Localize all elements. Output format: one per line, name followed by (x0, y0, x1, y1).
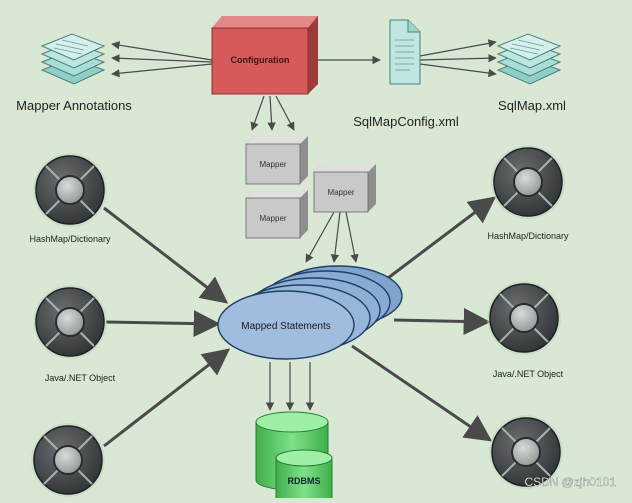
arrow-config-to-annotations-1 (111, 41, 213, 61)
arrow-config-to-annotations-2 (111, 54, 213, 63)
input-wheel-icon-2 (33, 285, 107, 359)
arrow-mapper-to-statements-2 (330, 211, 341, 263)
rdbms-label: RDBMS (288, 476, 321, 486)
sqlmapconfig-document-icon (389, 19, 421, 85)
right-output-label-1: HashMap/Dictionary (487, 231, 569, 241)
mapper-annotations-stack-icon (40, 33, 106, 85)
rdbms-database-icon: RDBMS (255, 411, 333, 503)
left-input-label-1: HashMap/Dictionary (29, 234, 111, 244)
arrow-sqlmapconfig-to-sqlmap-2 (419, 54, 497, 63)
mapper-label-1: Mapper (259, 160, 286, 169)
arrow-sqlmapconfig-to-sqlmap-1 (419, 39, 497, 57)
output-wheel-icon-2 (487, 281, 561, 355)
input-wheel-icon-1 (33, 153, 107, 227)
arrow-sqlmapconfig-to-sqlmap-3 (419, 63, 497, 78)
mapped-statements-label: Mapped Statements (241, 321, 331, 332)
arrow-left-input-1 (103, 206, 229, 304)
right-output-label-2: Java/.NET Object (493, 369, 564, 379)
left-input-label-2: Java/.NET Object (45, 373, 116, 383)
arrow-config-to-mapper-2 (267, 95, 276, 131)
mapped-statements-stack: Mapped Statements (217, 265, 403, 360)
output-wheel-icon-3 (489, 415, 563, 489)
arrow-right-output-2 (393, 307, 491, 335)
arrow-config-to-mapper-3 (275, 95, 295, 131)
arrow-left-input-3 (103, 348, 231, 448)
arrow-config-to-mapper-1 (250, 95, 265, 131)
configuration-label: Configuration (231, 55, 290, 65)
sqlmap-label: SqlMap.xml (498, 98, 566, 113)
configuration-box: Configuration (211, 16, 318, 95)
mapper-label-2: Mapper (259, 214, 286, 223)
arrow-right-output-3 (351, 344, 493, 442)
mapper-box-1: Mapper (245, 136, 308, 185)
main-arrows (103, 196, 497, 448)
arrow-config-to-annotations-3 (111, 63, 213, 78)
arrow-right-output-1 (387, 196, 497, 280)
arrow-mapper-to-statements-3 (345, 211, 359, 263)
mapper-annotations-label: Mapper Annotations (16, 98, 132, 113)
input-wheel-icon-3 (31, 423, 105, 497)
arrow-left-input-2 (105, 310, 221, 338)
top-arrows (111, 39, 497, 411)
arrow-mapper-to-statements-1 (305, 211, 335, 263)
mapper-box-3: Mapper (313, 164, 376, 213)
sqlmapconfig-label: SqlMapConfig.xml (353, 114, 459, 129)
sqlmap-stack-icon (496, 33, 562, 85)
mapper-box-2: Mapper (245, 190, 308, 239)
mapper-label-3: Mapper (327, 188, 354, 197)
output-wheel-icon-1 (491, 145, 565, 219)
watermark-label: CSDN @zjh0101 (524, 475, 616, 489)
